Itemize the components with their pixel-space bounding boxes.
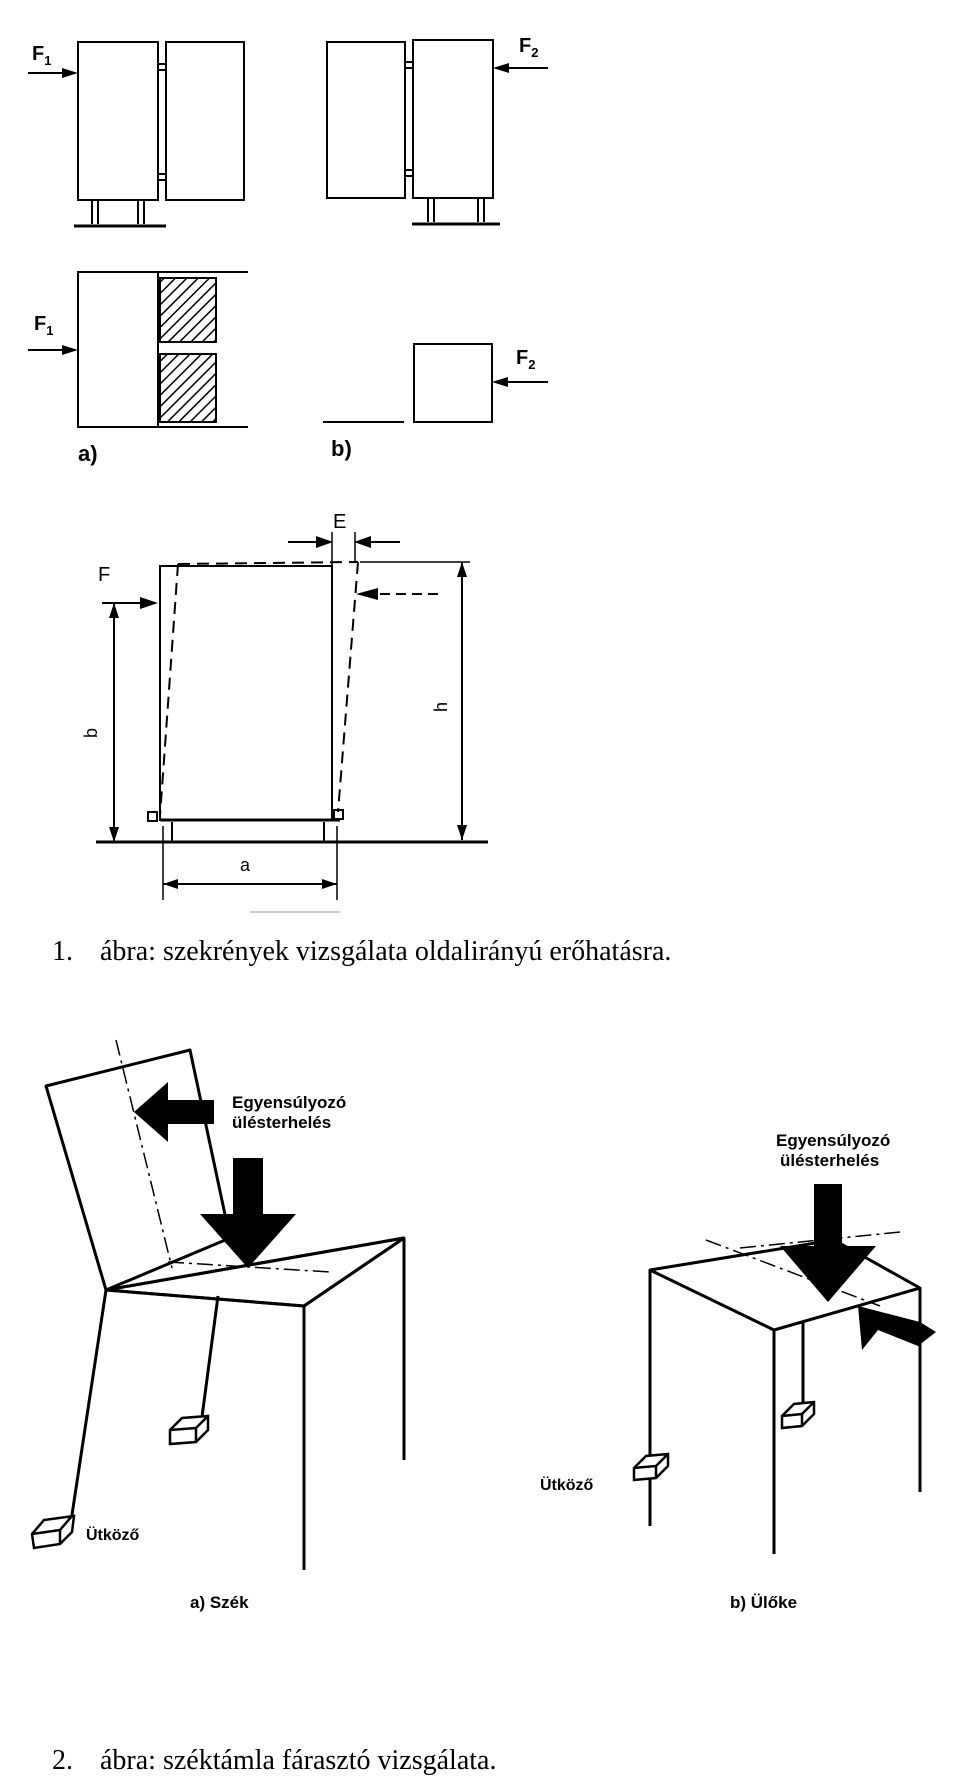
- figure-2-chair-back-tests: Egyensúlyozó ülésterhelés Ütköző a) Szék…: [30, 1039, 936, 1612]
- figure-1-caption-text: ábra: szekrények vizsgálata oldalirányú …: [100, 936, 672, 967]
- force-f2-label-top: F2: [519, 35, 538, 60]
- stool-drawing: [648, 1238, 922, 1554]
- dimension-b: [109, 603, 119, 842]
- dimension-h: [360, 561, 470, 840]
- cabinet-tipping-test: [96, 561, 488, 844]
- figure-1-caption-number: 1.: [52, 936, 73, 967]
- dimension-b-label: b: [81, 728, 101, 738]
- dimension-h-label: h: [431, 702, 451, 712]
- panel-label-b: b): [331, 436, 352, 461]
- stool-side-load-arrow: [858, 1306, 936, 1350]
- chair-back-load-arrow: [134, 1082, 214, 1142]
- stool-stopper-right: [780, 1400, 816, 1430]
- chair-stopper-back: [168, 1414, 210, 1446]
- dimension-a: [162, 826, 338, 900]
- force-f2-arrow-middle: [492, 377, 548, 387]
- stool-stopper-label: Ütköző: [540, 1475, 594, 1494]
- chair-center-lines: [115, 1039, 331, 1273]
- force-f1-label-top: F1: [32, 43, 51, 68]
- force-f1-arrow-top: [28, 68, 78, 78]
- figure-2-caption-number: 2.: [52, 1745, 73, 1776]
- chair-seat-load-arrow: [200, 1158, 296, 1268]
- stool-load-label-line2: ülésterhelés: [780, 1151, 879, 1170]
- chair-load-label-line2: ülésterhelés: [232, 1113, 331, 1132]
- chair-load-label-line1: Egyensúlyozó: [232, 1093, 346, 1112]
- cabinet-pair-top-right: [326, 39, 500, 226]
- cabinet-pair-top-left: [74, 41, 245, 228]
- deflection-e-arrows: [288, 532, 400, 566]
- chair-stopper-front: [30, 1514, 76, 1550]
- force-f2-arrow-top: [493, 63, 548, 73]
- figure-1-cabinet-tests: F1 F2 F1 a) F2 b): [28, 35, 548, 913]
- force-f2-label-middle: F2: [516, 347, 535, 372]
- plan-view-b: [323, 343, 493, 423]
- figure-2-caption-text: ábra: széktámla fárasztó vizsgálata.: [100, 1745, 497, 1776]
- figure-2-caption: 2. ábra: széktámla fárasztó vizsgálata.: [52, 1745, 496, 1777]
- panel-label-b-stool: b) Ülőke: [730, 1593, 797, 1612]
- stool-seat-load-arrow: [780, 1184, 876, 1302]
- stool-load-label-line1: Egyensúlyozó: [776, 1131, 890, 1150]
- panel-label-a-chair: a) Szék: [190, 1593, 249, 1612]
- chair-stopper-label: Ütköző: [86, 1525, 140, 1544]
- dimension-a-label: a: [240, 855, 251, 875]
- chair-drawing: [44, 1048, 406, 1570]
- force-f-arrow: [102, 597, 158, 609]
- panel-label-a: a): [78, 441, 98, 466]
- force-f-label: F: [98, 564, 110, 586]
- force-f1-label-middle: F1: [34, 313, 53, 338]
- stool-stopper-left: [632, 1452, 670, 1482]
- deflection-e-label: E: [333, 511, 346, 533]
- plan-view-a: [77, 271, 248, 428]
- force-f1-arrow-middle: [28, 345, 78, 355]
- figure-1-caption: 1. ábra: szekrények vizsgálata oldalirány…: [52, 936, 671, 968]
